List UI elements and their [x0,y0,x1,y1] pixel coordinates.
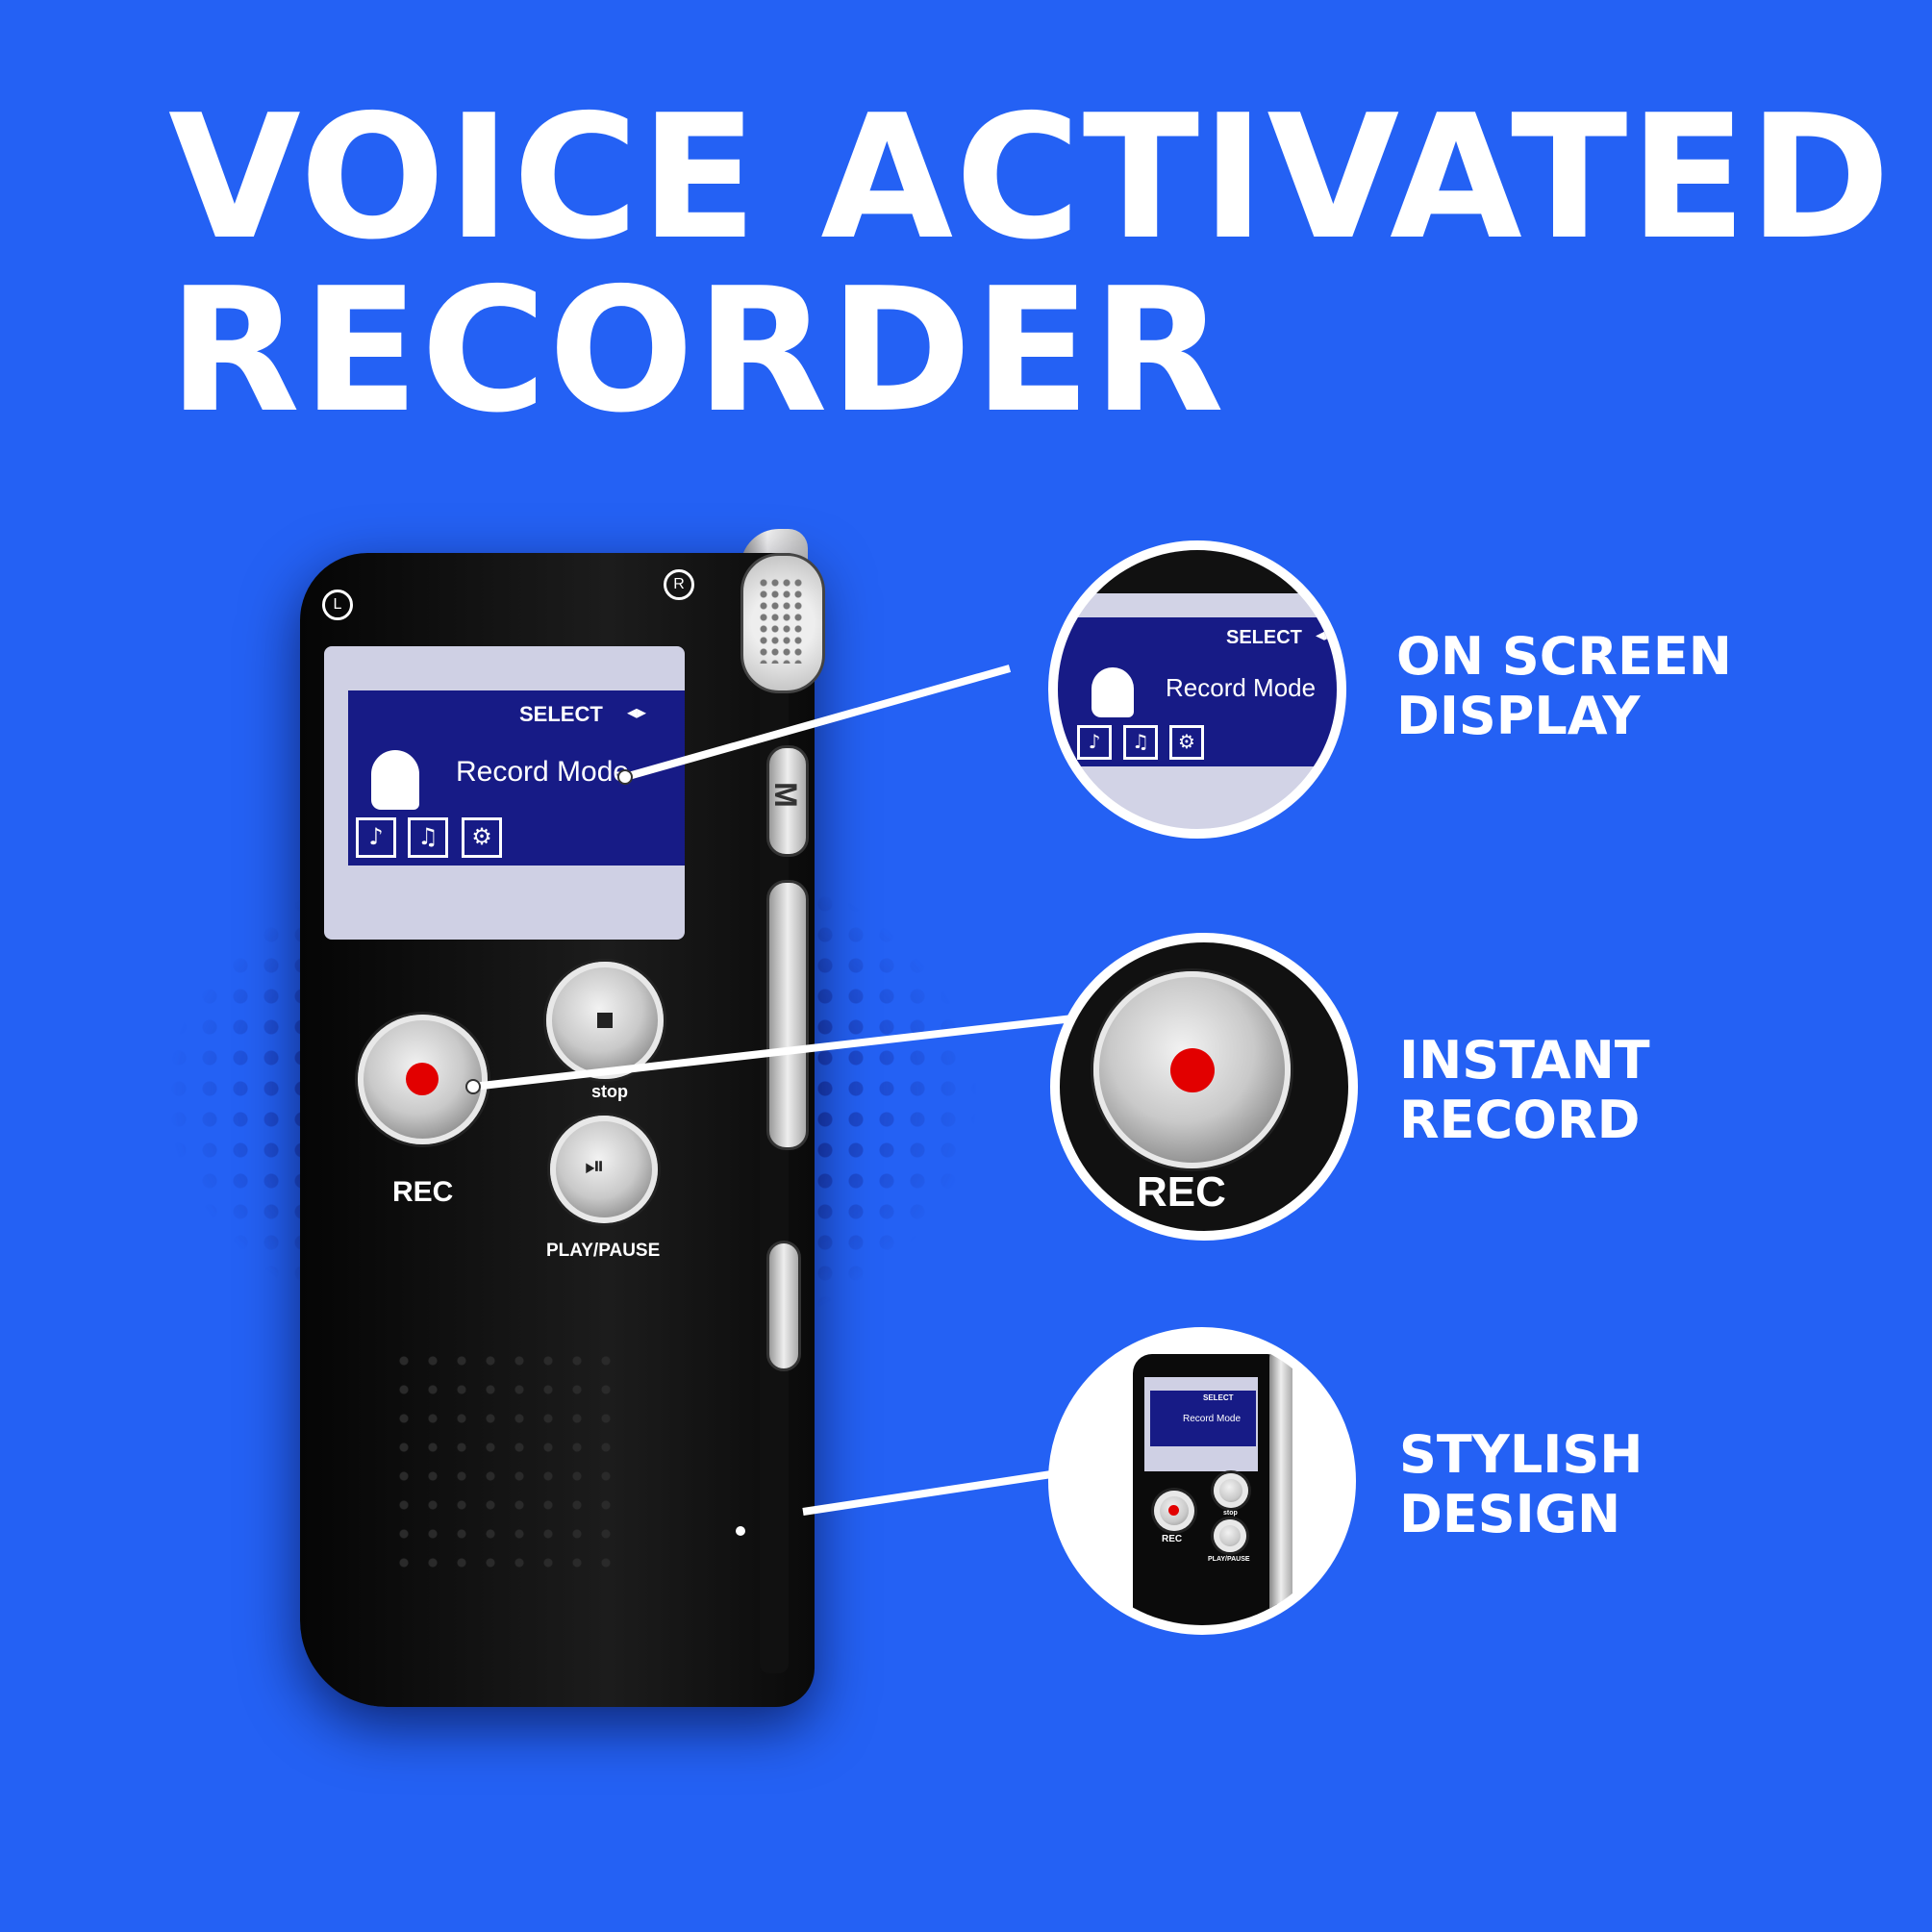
zoom-mini-record-mode-label: Record Mode [1183,1414,1242,1424]
arrow-icon: ◂▸ [627,702,647,723]
microphone-holes [758,577,802,664]
feature-on-screen-display: ON SCREEN DISPLAY [1396,627,1732,746]
zoom-record-mode-label: Record Mode [1166,673,1317,702]
feature-3-line-1: STYLISH [1399,1424,1643,1485]
zoom-mini-record-icon [1168,1505,1179,1516]
menu-side-button[interactable]: M [766,745,809,857]
zoom-mini-rec-button [1154,1491,1194,1531]
play-pause-label: PLAY/PAUSE [546,1241,661,1261]
feature-3-line-2: DESIGN [1399,1484,1621,1544]
zoom-lcd: SELECT ◂▸ Record Mode ♪ ♫ ⚙ [1058,617,1337,766]
speaker-icon: ♪ [356,817,396,858]
zoom-mini-lcd: SELECT Record Mode [1150,1391,1256,1446]
zoom-mini-stop-label: stop [1223,1510,1238,1517]
feature-stylish-design: STYLISH DESIGN [1399,1425,1643,1544]
speaker-grille [389,1346,615,1568]
zoom-mini-stop-button [1214,1473,1248,1508]
zoom-mini-rec-label: REC [1162,1534,1183,1544]
zoom-mini-rail [1269,1346,1292,1625]
record-icon [406,1063,439,1095]
zoom-circle-display: SELECT ◂▸ Record Mode ♪ ♫ ⚙ [1048,540,1346,839]
headline: VOICE ACTIVATED RECORDER [168,91,1893,438]
zoom-mini-play-button [1214,1519,1246,1552]
feature-2-line-2: RECORD [1399,1090,1641,1150]
stop-button[interactable] [546,962,664,1079]
headline-line-2: RECORDER [168,251,1227,450]
play-pause-button[interactable]: ⏯ [550,1116,658,1223]
feature-1-line-2: DISPLAY [1396,686,1641,746]
zoom-arrow-icon: ◂▸ [1316,625,1334,644]
left-channel-marker: L [322,590,353,620]
stop-icon [597,1013,613,1028]
volume-side-button[interactable] [766,880,809,1150]
feature-2-line-1: INSTANT [1399,1030,1650,1091]
zoom-settings-icon: ⚙ [1169,725,1204,760]
settings-icon: ⚙ [462,817,502,858]
music-note-icon: ♫ [408,817,448,858]
zoom-rec-button [1093,971,1291,1168]
record-mode-label: Record Mode [456,756,630,788]
callout-line-design [802,1469,1059,1516]
zoom-mini-select-label: SELECT [1203,1393,1234,1402]
zoom-mini-play-label: PLAY/PAUSE [1208,1556,1250,1563]
rec-button[interactable] [358,1015,488,1144]
rec-label: REC [392,1176,454,1208]
hold-switch[interactable] [766,1241,801,1371]
zoom-device-top [1058,550,1337,593]
zoom-speaker-icon: ♪ [1077,725,1112,760]
zoom-rec-label: REC [1137,1168,1226,1216]
select-label: SELECT [519,702,603,726]
zoom-music-note-icon: ♫ [1123,725,1158,760]
voice-icon [371,750,419,810]
feature-instant-record: INSTANT RECORD [1399,1031,1650,1150]
feature-1-line-1: ON SCREEN [1396,626,1732,687]
zoom-select-label: SELECT [1226,627,1302,648]
headline-line-1: VOICE ACTIVATED [168,78,1893,277]
zoom-circle-record: REC [1050,933,1358,1241]
zoom-voice-icon [1091,667,1134,717]
zoom-circle-design: SELECT Record Mode REC stop PLAY/PAUSE [1048,1327,1356,1635]
right-channel-marker: R [664,569,694,600]
play-pause-icon: ⏯ [585,1152,605,1181]
zoom-record-icon [1170,1048,1215,1092]
lcd-screen: SELECT ◂▸ Record Mode ♪ ♫ ⚙ [348,690,685,866]
menu-button-label: M [767,782,803,808]
stop-label: stop [591,1082,628,1101]
